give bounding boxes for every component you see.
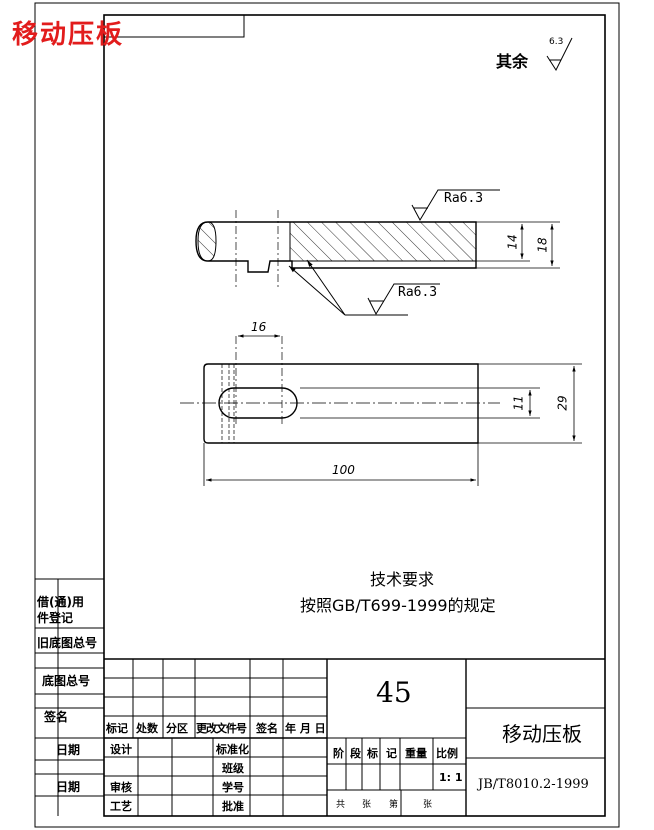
- dim-14-18: [476, 221, 560, 269]
- tb-sheet-1: 张: [362, 800, 372, 810]
- tb-sheet-2: 第: [389, 800, 399, 810]
- tb-stage-1: 段: [350, 747, 361, 760]
- tb-student-no: 学号: [222, 781, 244, 794]
- tb-change-doc: 更改文件号: [196, 722, 247, 735]
- ra-bottom-label: Ra6.3: [398, 285, 438, 300]
- title-block-lines: [104, 658, 605, 816]
- tech-req-line: 按照GB/T699-1999的规定: [300, 596, 496, 615]
- section-view: [195, 210, 477, 290]
- tb-material-number: 45: [376, 676, 412, 709]
- tb-design: 设计: [110, 743, 132, 756]
- inner-frame: [103, 14, 606, 817]
- side-used-for: 借(通)用: [37, 595, 84, 609]
- side-date-1: 日期: [56, 743, 81, 757]
- side-old-base-no: 旧底图总号: [37, 636, 98, 650]
- tb-approve: 批准: [222, 800, 244, 813]
- side-panel-lines: [35, 578, 104, 816]
- tb-process: 工艺: [110, 800, 132, 813]
- tb-stage-0: 阶: [333, 747, 344, 760]
- dim-29-text: 29: [555, 395, 570, 411]
- tb-weight: 重量: [405, 747, 427, 760]
- tb-part-name: 移动压板: [502, 722, 582, 746]
- remainder-finish-symbol: [546, 37, 573, 72]
- tb-mark: 标记: [106, 722, 128, 735]
- tb-date: 年 月 日: [285, 722, 326, 735]
- tb-stage-2: 标: [367, 747, 378, 760]
- tb-drawing-no: JB/T8010.2-1999: [478, 777, 589, 792]
- ra-top-symbol: [411, 189, 500, 222]
- dim-18-text: 18: [535, 237, 550, 253]
- outer-frame: [34, 2, 620, 828]
- dim-16-text: 16: [251, 320, 267, 334]
- side-base-no: 底图总号: [42, 674, 91, 688]
- side-registry: 件登记: [37, 611, 74, 625]
- side-signature: 签名: [44, 710, 69, 724]
- dim-16-11-29-100: [203, 334, 582, 486]
- dim-100-text: 100: [332, 463, 355, 477]
- tech-req-heading: 技术要求: [370, 570, 435, 589]
- drawing-title-red: 移动压板: [12, 20, 125, 50]
- tb-review: 审核: [110, 781, 132, 794]
- remainder-value: 6.3: [549, 37, 564, 47]
- side-date-2: 日期: [56, 780, 81, 794]
- remainder-label: 其余: [496, 52, 529, 71]
- tb-sheet-0: 共: [336, 800, 346, 810]
- dim-14-text: 14: [505, 234, 520, 250]
- plan-view: [180, 336, 500, 444]
- ra-top-label: Ra6.3: [444, 191, 484, 206]
- ra-bottom-symbol: [288, 259, 440, 316]
- tb-scale-label: 比例: [436, 747, 458, 760]
- tb-standardize: 标准化: [216, 743, 249, 756]
- tb-zone: 分区: [166, 722, 188, 735]
- top-left-box: [103, 14, 245, 38]
- tb-sign: 签名: [256, 722, 278, 735]
- tb-scale-value: 1: 1: [439, 771, 463, 784]
- dim-11-text: 11: [511, 395, 526, 411]
- tb-count: 处数: [136, 722, 158, 735]
- tb-class: 班级: [222, 762, 244, 775]
- tb-stage-3: 记: [386, 747, 397, 760]
- tb-sheet-3: 张: [423, 800, 433, 810]
